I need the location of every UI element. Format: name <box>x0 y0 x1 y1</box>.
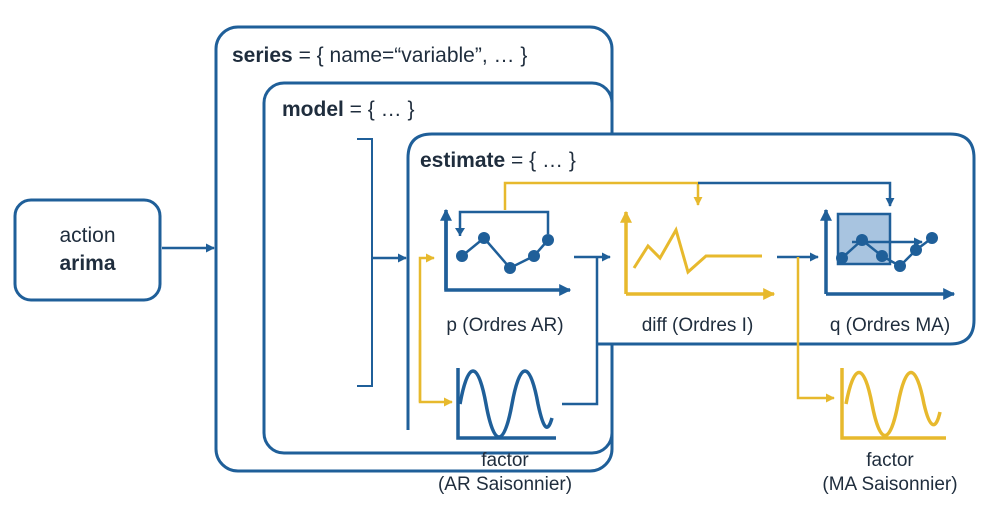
model-key: model <box>282 98 344 121</box>
factor-ma-label: factor (MA Saisonnier) <box>805 449 975 497</box>
action-box <box>13 198 162 302</box>
arrow-yellow-top-loop <box>503 181 703 210</box>
estimate-box <box>406 132 976 430</box>
arrow-yellow-to-factor-ar <box>418 330 453 407</box>
p-label: p (Ordres AR) <box>446 315 564 336</box>
diff-label: diff (Ordres I) <box>641 315 754 336</box>
seasonal-ma-wave-icon <box>840 368 946 440</box>
model-bracket <box>357 138 373 387</box>
estimate-heading: estimate = { … } <box>420 149 576 173</box>
diff-chart-icon <box>620 210 776 300</box>
series-key: series <box>232 44 293 67</box>
arrow-blue-top-loop <box>698 181 895 207</box>
estimate-key: estimate <box>420 149 506 172</box>
factor-ar-line1: factor <box>481 450 529 471</box>
factor-ar-line2: (AR Saisonnier) <box>437 474 573 495</box>
action-line2: arima <box>59 252 116 275</box>
series-rest: = { name=“variable”, … } <box>292 44 528 67</box>
seasonal-ar-wave-icon <box>456 368 556 440</box>
estimate-rest: = { … } <box>505 149 576 172</box>
factor-ma-line2: (MA Saisonnier) <box>822 474 958 495</box>
arrow-factor-ar-to-diff <box>562 257 599 406</box>
q-label: q (Ordres MA) <box>829 315 951 336</box>
ar-chart-icon <box>440 208 572 296</box>
model-rest: = { … } <box>343 98 415 121</box>
arrow-to-factor-ma <box>796 257 835 403</box>
model-heading: model = { … } <box>282 98 414 122</box>
series-heading: series = { name=“variable”, … } <box>232 44 527 68</box>
ma-chart-icon <box>820 208 956 300</box>
factor-ma-line1: factor <box>866 450 914 471</box>
factor-ar-label: factor (AR Saisonnier) <box>420 449 590 497</box>
action-line1: action <box>59 224 116 247</box>
action-label: action arima <box>15 224 160 276</box>
